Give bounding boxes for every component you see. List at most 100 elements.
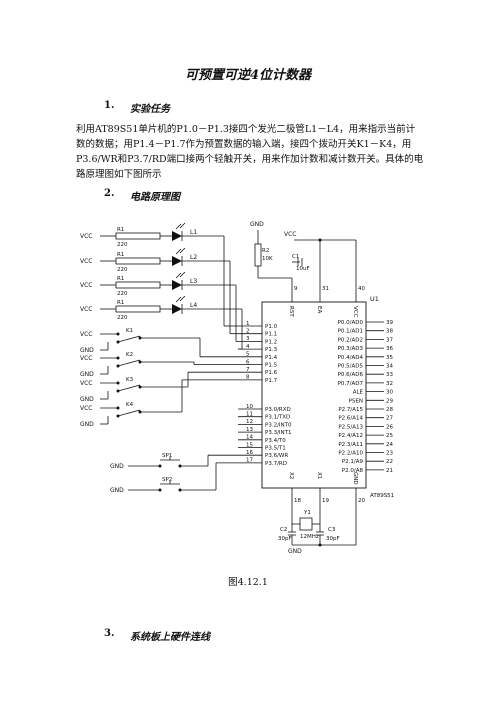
right-pin-number: 21 [386, 468, 393, 474]
right-pin-number: 24 [386, 442, 393, 448]
led-label: L4 [190, 302, 197, 309]
left-pin-number: 6 [246, 359, 250, 365]
resistor-value: 220 [117, 267, 128, 273]
figure-caption: 图4.12.1 [228, 577, 268, 588]
led-arrow [175, 248, 182, 255]
junction-dot [116, 332, 120, 336]
switch-blade [117, 409, 141, 417]
switch-gnd-label: GND [80, 421, 94, 428]
section-1-heading: 实验任务 [130, 104, 170, 115]
page-title: 可预置可逆4位计数器 [184, 68, 312, 83]
section-3-number: 3. [104, 628, 115, 639]
mcu-chip [261, 301, 367, 489]
right-pin-number: 30 [386, 390, 393, 396]
section-2-heading: 电路原理图 [130, 192, 180, 203]
right-pin-number: 28 [386, 407, 393, 413]
resistor [115, 305, 161, 313]
left-pin-number: 16 [246, 450, 253, 456]
c3-label: C3 [328, 527, 336, 533]
vcc-label: VCC [80, 233, 92, 240]
right-pin-number: 22 [386, 459, 393, 465]
resistor [115, 232, 161, 240]
right-pin-label: P2.1/A9 [342, 459, 364, 465]
resistor [115, 257, 161, 265]
c2-label: C2 [280, 527, 287, 533]
task-paragraph: 利用AT89S51单片机的P1.0－P1.3接四个发光二极管L1－L4，用来指示… [76, 124, 424, 180]
vcc-label: VCC [80, 282, 92, 289]
switch-blade [117, 384, 141, 392]
junction-dot [116, 356, 120, 360]
chip-part-number: AT89S51 [370, 493, 394, 499]
crystal-label: Y1 [303, 510, 311, 516]
left-pin-number: 3 [246, 336, 250, 342]
left-pin-number: 10 [246, 404, 253, 410]
left-pin-number: 7 [246, 367, 250, 373]
top-pin-number: 40 [358, 286, 365, 292]
left-pin-label: P3.1/TXD [265, 415, 290, 421]
led-arrow [175, 296, 182, 303]
crystal-gnd-label: GND [288, 548, 302, 555]
switch-vcc-label: VCC [80, 331, 92, 338]
led-arrow [179, 222, 186, 229]
top-pin-number: 9 [294, 286, 298, 292]
switch-label: K3 [126, 377, 134, 383]
junction-dot [116, 406, 120, 410]
left-pin-label: P3.6/WR [265, 453, 288, 459]
left-pin-number: 11 [246, 412, 253, 418]
vcc-label: VCC [80, 306, 92, 313]
section-3-heading: 系统板上硬件连线 [130, 632, 210, 643]
junction-dot [116, 381, 120, 385]
switch-vcc-label: VCC [80, 380, 92, 387]
led-diode-icon [172, 304, 182, 314]
c3-value: 30pF [326, 536, 340, 542]
left-pin-number: 15 [246, 442, 253, 448]
top-pin-label: EA [316, 306, 322, 313]
bottom-pin-label: X1 [316, 472, 322, 479]
left-pin-number: 14 [246, 435, 253, 441]
switch-vcc-label: VCC [80, 355, 92, 362]
top-pin-label: RST [288, 306, 294, 317]
switch-gnd-label: GND [80, 396, 94, 403]
led-arrow [175, 272, 182, 279]
resistor-value: 220 [117, 242, 128, 248]
switch-label: K1 [126, 328, 133, 334]
reset-r-label: R2 [262, 248, 269, 254]
led-label: L1 [190, 229, 197, 236]
right-pin-label: P0.1/AD1 [338, 329, 363, 335]
switch-blade [117, 359, 141, 367]
switch-blade [117, 335, 141, 343]
right-pin-number: 38 [386, 329, 393, 335]
junction-dot [318, 543, 322, 547]
left-pin-label: P1.0 [265, 324, 278, 330]
left-pin-label: P1.4 [265, 355, 278, 361]
button-label: SP1 [162, 453, 172, 459]
left-pin-number: 17 [246, 458, 253, 464]
right-pin-label: P0.7/AD7 [338, 381, 364, 387]
resistor-label: R1 [117, 276, 124, 282]
button-gnd-label: GND [110, 487, 124, 494]
right-pin-label: P2.0/A8 [342, 468, 364, 474]
bottom-pin-number: 20 [358, 498, 365, 504]
led-arrow [179, 295, 186, 302]
right-pin-label: P0.6/AD6 [338, 372, 364, 378]
junction-dot [158, 488, 162, 492]
right-pin-label: ALE [353, 390, 364, 396]
right-pin-number: 36 [386, 346, 393, 352]
led-diode-icon [172, 256, 182, 266]
left-pin-number: 8 [246, 375, 250, 381]
button-label: SP2 [162, 477, 172, 483]
led-arrow [175, 223, 182, 230]
left-pin-number: 13 [246, 427, 253, 433]
led-diode-icon [172, 231, 182, 241]
right-pin-label: P0.2/AD2 [338, 337, 363, 343]
right-pin-label: P2.3/A11 [338, 442, 363, 448]
right-pin-number: 25 [386, 433, 393, 439]
chip-designator: U1 [370, 295, 379, 303]
led-arrow [179, 247, 186, 254]
left-pin-label: P1.5 [265, 363, 278, 369]
reset-c-value: 10uF [296, 266, 310, 272]
resistor-value: 220 [117, 291, 128, 297]
left-pin-label: P1.2 [265, 339, 277, 345]
right-pin-number: 34 [386, 364, 393, 370]
